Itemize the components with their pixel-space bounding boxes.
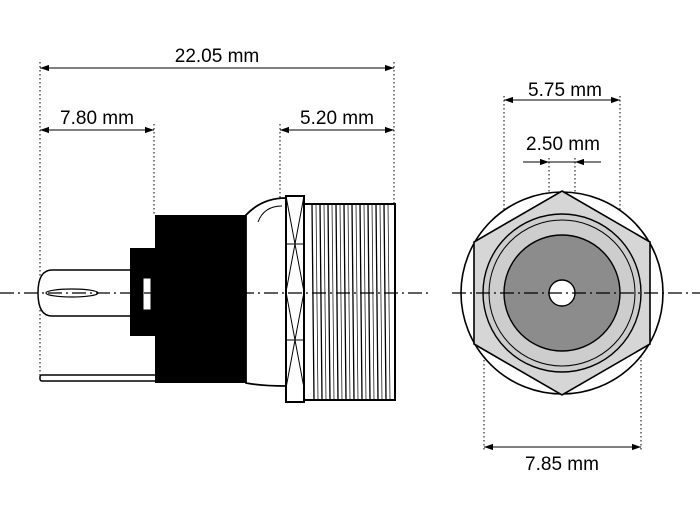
- threaded-barrel: [303, 203, 396, 401]
- body-neck: [245, 197, 287, 387]
- overall-length-label: 22.05 mm: [175, 46, 259, 67]
- side-view: 22.05 mm 7.80 mm 5.20 mm: [0, 46, 432, 403]
- pin-length-label: 7.80 mm: [60, 108, 134, 129]
- pin-diameter-label: 2.50 mm: [526, 134, 600, 155]
- solder-lug: [39, 374, 159, 382]
- bracket-slot: [142, 277, 152, 311]
- hex-nut-side: [285, 195, 305, 403]
- jack-body: [155, 215, 247, 383]
- front-view: 5.75 mm 2.50 mm 7.85 mm: [452, 80, 700, 475]
- thread-length-label: 5.20 mm: [300, 108, 374, 129]
- hex-width-label: 7.85 mm: [525, 454, 599, 475]
- body-diameter-label: 5.75 mm: [528, 80, 602, 101]
